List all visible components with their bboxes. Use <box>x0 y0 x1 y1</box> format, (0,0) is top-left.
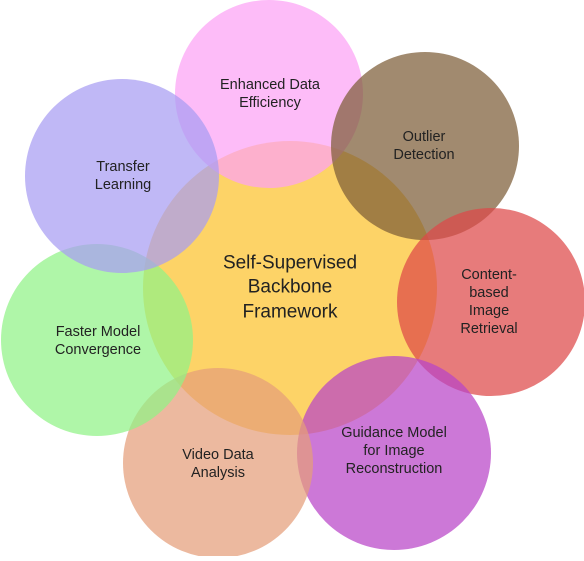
petal-circle-outlier-detection <box>331 52 519 240</box>
petal-circle-guidance-model <box>297 356 491 550</box>
petal-circle-video-data-analysis <box>123 368 313 558</box>
petal-circle-faster-model-convergence <box>1 244 193 436</box>
petal-circle-content-based-image-retrieval <box>397 208 584 396</box>
petal-circle-transfer-learning <box>25 79 219 273</box>
petal-circle-enhanced-data-efficiency <box>175 0 363 188</box>
